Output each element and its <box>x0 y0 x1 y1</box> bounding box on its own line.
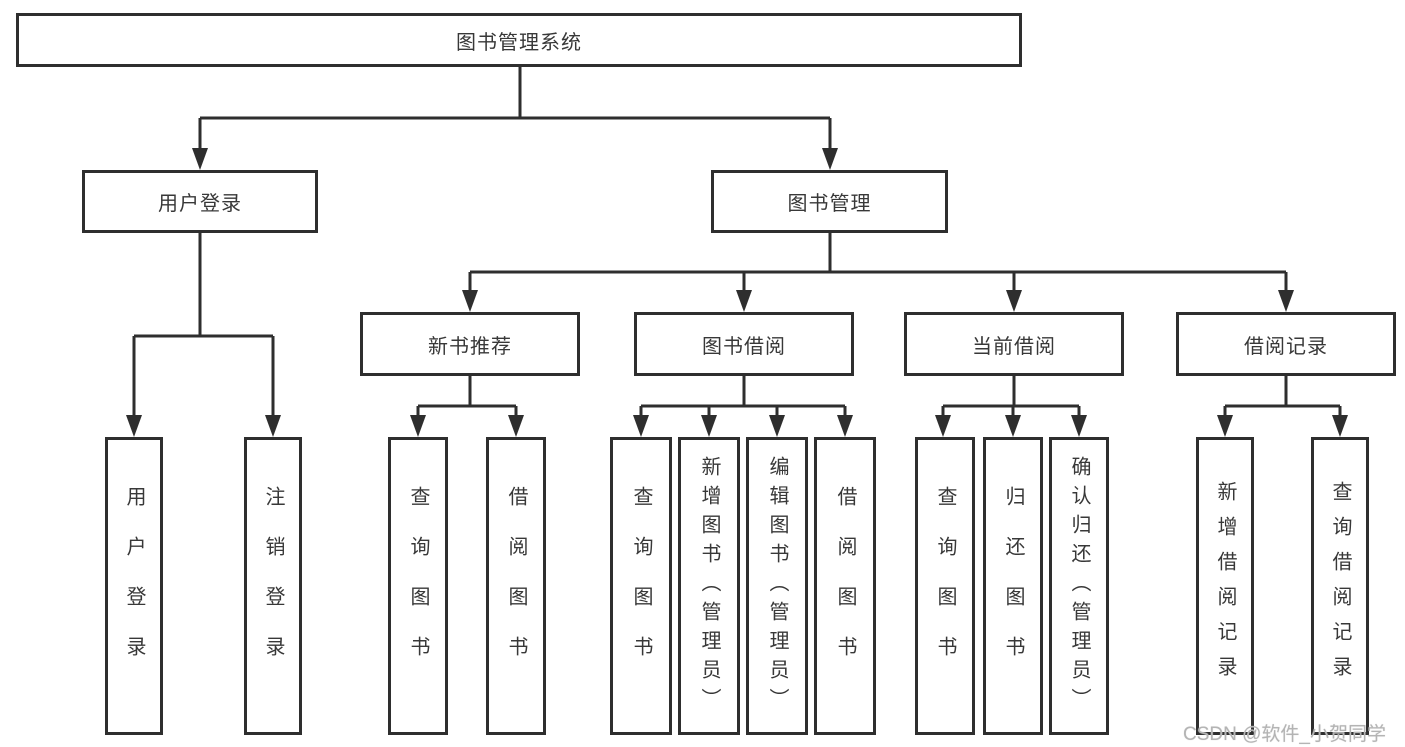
leaf-logout: 注销登录 <box>244 437 302 735</box>
node-borrow-record: 借阅记录 <box>1176 312 1396 376</box>
leaf-logout-label: 注销登录 <box>262 486 284 686</box>
node-current-borrow: 当前借阅 <box>904 312 1124 376</box>
leaf-record-add: 新增借阅记录 <box>1196 437 1254 735</box>
leaf-borrow-add-books-admin: 新增图书（管理员） <box>678 437 740 735</box>
leaf-newbook-borrow-books: 借阅图书 <box>486 437 546 735</box>
leaf-current-confirm-return-admin: 确认归还（管理员） <box>1049 437 1109 735</box>
leaf-record-query: 查询借阅记录 <box>1311 437 1369 735</box>
arrowheads <box>126 148 1348 437</box>
node-root-label: 图书管理系统 <box>456 31 582 54</box>
leaf-newbook-query-books: 查询图书 <box>388 437 448 735</box>
leaf-borrow-query-books-label: 查询图书 <box>630 486 652 686</box>
node-user-login-label: 用户登录 <box>158 193 242 215</box>
leaf-user-login: 用户登录 <box>105 437 163 735</box>
leaf-current-return-books: 归还图书 <box>983 437 1043 735</box>
leaf-user-login-label: 用户登录 <box>123 486 145 686</box>
node-book-borrow-label: 图书借阅 <box>702 335 786 358</box>
leaf-borrow-add-books-admin-label: 新增图书（管理员） <box>698 455 720 717</box>
node-new-book-recommend-label: 新书推荐 <box>428 335 512 358</box>
node-root-library-system: 图书管理系统 <box>16 13 1022 67</box>
leaf-record-query-label: 查询借阅记录 <box>1329 481 1351 691</box>
node-book-management: 图书管理 <box>711 170 948 233</box>
leaf-borrow-borrow-books-label: 借阅图书 <box>834 486 856 686</box>
leaf-borrow-edit-books-admin-label: 编辑图书（管理员） <box>766 455 788 717</box>
csdn-watermark: CSDN @软件_小贺同学 <box>1183 724 1386 745</box>
node-book-borrow: 图书借阅 <box>634 312 854 376</box>
leaf-newbook-query-books-label: 查询图书 <box>407 486 429 686</box>
node-book-management-label: 图书管理 <box>787 193 872 215</box>
leaf-borrow-query-books: 查询图书 <box>610 437 672 735</box>
leaf-current-query-books-label: 查询图书 <box>934 486 956 686</box>
node-user-login: 用户登录 <box>82 170 318 233</box>
node-new-book-recommend: 新书推荐 <box>360 312 580 376</box>
node-borrow-record-label: 借阅记录 <box>1244 335 1328 358</box>
leaf-current-confirm-return-admin-label: 确认归还（管理员） <box>1068 455 1090 717</box>
leaf-current-query-books: 查询图书 <box>915 437 975 735</box>
leaf-borrow-borrow-books: 借阅图书 <box>814 437 876 735</box>
leaf-newbook-borrow-books-label: 借阅图书 <box>505 486 527 686</box>
leaf-current-return-books-label: 归还图书 <box>1002 486 1024 686</box>
leaf-record-add-label: 新增借阅记录 <box>1214 481 1236 691</box>
node-current-borrow-label: 当前借阅 <box>972 335 1056 358</box>
leaf-borrow-edit-books-admin: 编辑图书（管理员） <box>746 437 808 735</box>
